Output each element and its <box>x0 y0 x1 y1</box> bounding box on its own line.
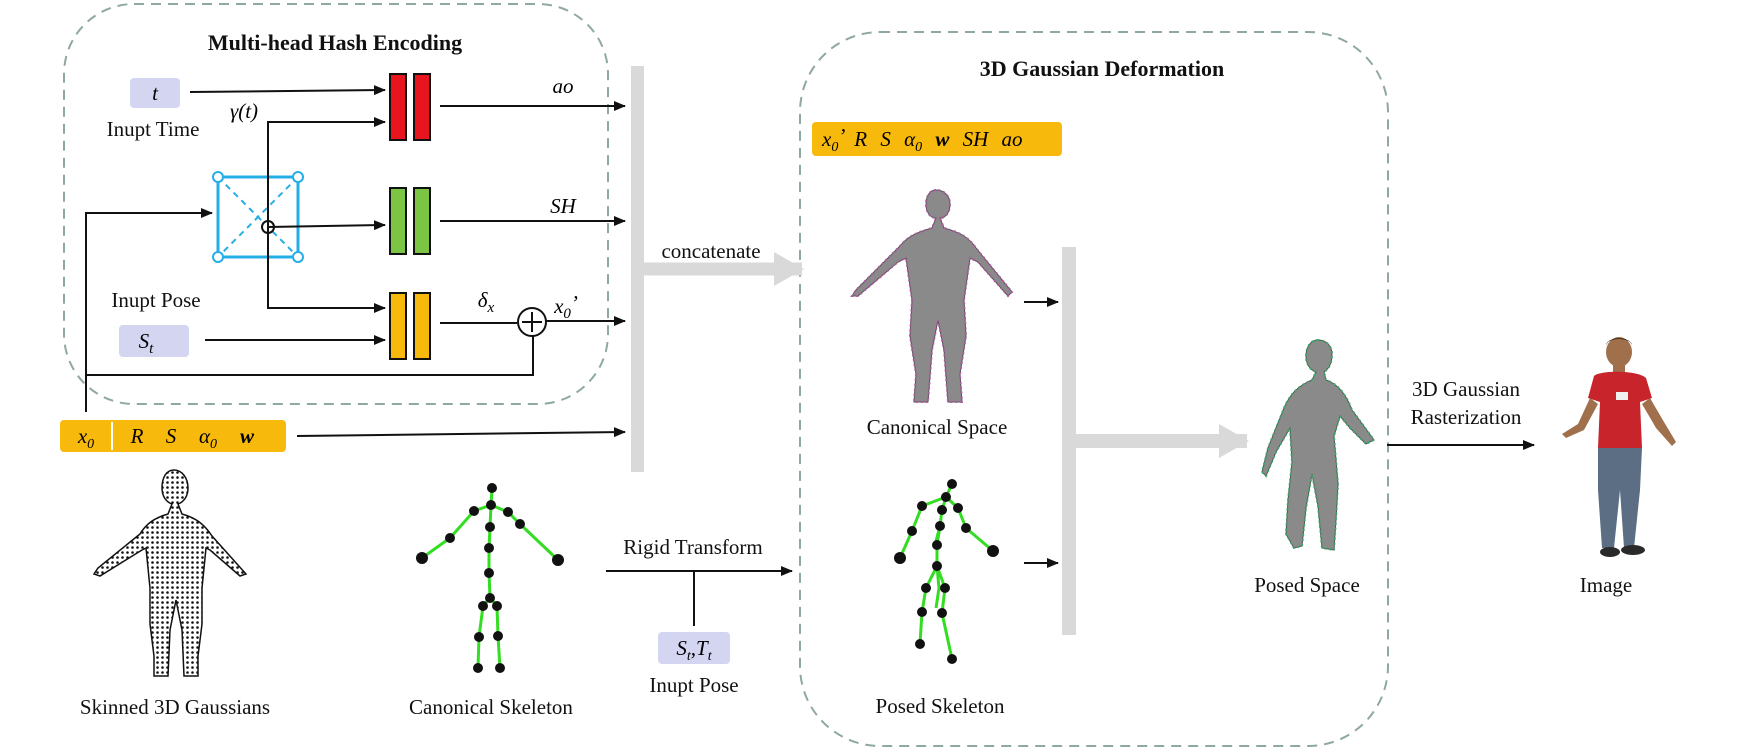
posed-gaussian-figure <box>1260 338 1376 552</box>
concatenate-label: concatenate <box>661 239 760 263</box>
hash-arrows <box>85 85 626 412</box>
rasterization-label-line1: 3D Gaussian <box>1412 377 1520 401</box>
gamma-label: γ(t) <box>230 99 258 123</box>
time-label: Inupt Time <box>107 117 200 141</box>
deformed-attrs: x0’ R S α0 w SH ao <box>821 124 1023 156</box>
output-delta-label: δx <box>478 288 495 316</box>
rigid-pose-chip <box>658 632 730 664</box>
output-x0prime-label: x0’ <box>553 291 578 322</box>
skinned-gaussians-label: Skinned 3D Gaussians <box>80 695 270 719</box>
concat-bar <box>631 66 644 472</box>
gaussian-attr-bar <box>60 420 286 452</box>
time-symbol: t <box>152 81 159 105</box>
posed-skeleton-label: Posed Skeleton <box>876 694 1005 718</box>
attr-R: R <box>130 424 144 448</box>
canonical-gaussian-figure <box>850 188 1014 403</box>
rigid-pose-symbols: St,Tt <box>676 636 712 664</box>
canonical-space-label: Canonical Space <box>867 415 1008 439</box>
deformed-attr-bar <box>812 122 1062 156</box>
output-sh-label: SH <box>550 194 578 218</box>
canonical-skeleton-label: Canonical Skeleton <box>409 695 573 719</box>
mlp-head-ao <box>389 73 431 141</box>
rigid-pose-label: Inupt Pose <box>649 673 738 697</box>
hash-grid-icon <box>212 171 304 263</box>
attr-arrow <box>296 427 626 438</box>
rendered-person-image <box>1562 337 1676 557</box>
skinned-mesh-figure <box>92 469 248 677</box>
merge-bar <box>1062 247 1076 635</box>
attr-x0: x0 <box>77 424 94 452</box>
rasterization-label-line2: Rasterization <box>1411 405 1522 429</box>
attr-w: w <box>240 424 255 448</box>
deformation-title: 3D Gaussian Deformation <box>980 56 1224 81</box>
canonical-skeleton-figure <box>416 483 564 673</box>
rigid-transform-label: Rigid Transform <box>623 535 762 559</box>
plus-node <box>517 307 547 337</box>
output-ao-label: ao <box>553 74 574 98</box>
pose-symbol: St <box>139 329 155 357</box>
mlp-head-sh <box>389 187 431 255</box>
deformation-box <box>799 31 1389 747</box>
mlp-head-delta <box>389 292 431 360</box>
pose-label: Inupt Pose <box>111 288 200 312</box>
attr-S: S <box>166 424 177 448</box>
time-chip <box>130 78 180 108</box>
hash-encoding-title: Multi-head Hash Encoding <box>208 30 462 55</box>
pose-chip <box>119 325 189 357</box>
posed-skeleton-figure <box>894 479 999 664</box>
attr-alpha0: α0 <box>199 424 217 452</box>
posed-space-label: Posed Space <box>1254 573 1360 597</box>
image-label: Image <box>1580 573 1632 597</box>
